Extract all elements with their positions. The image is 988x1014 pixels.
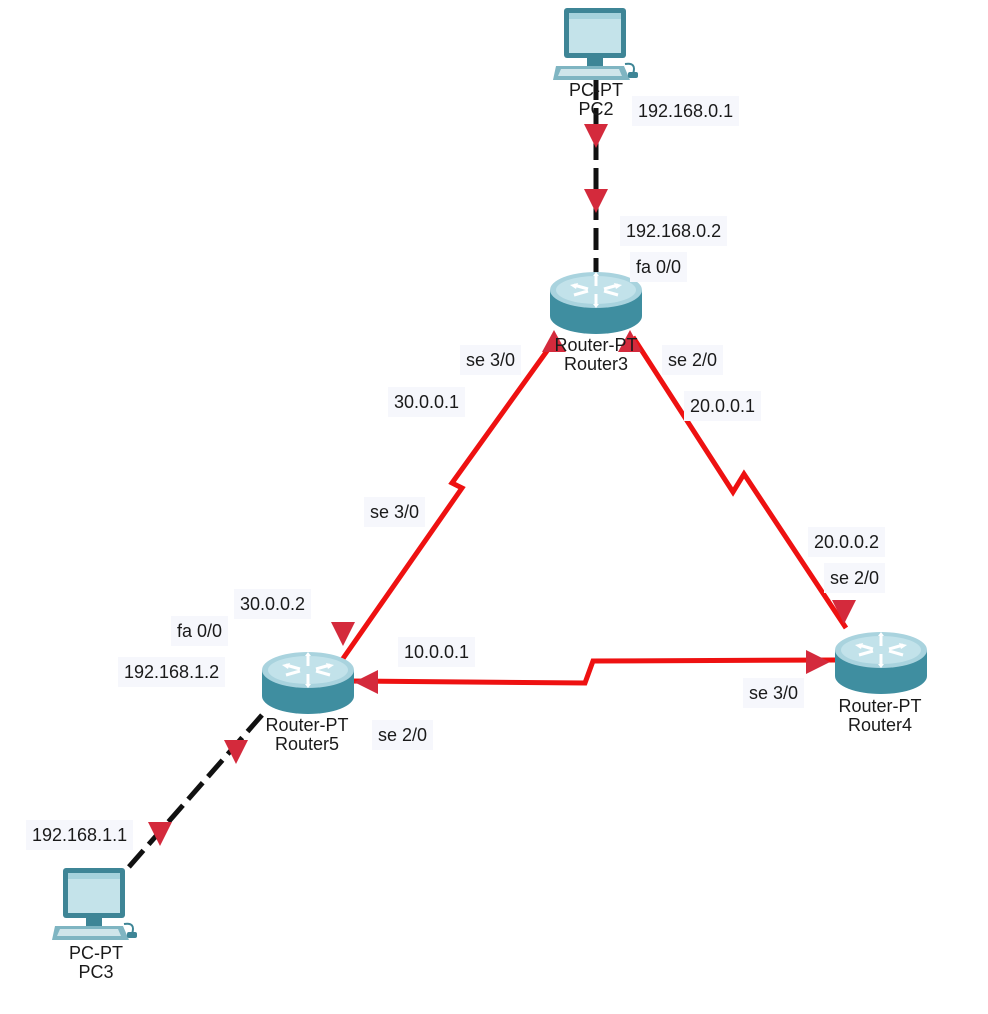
device-label-router4: Router-PT Router4 (838, 697, 921, 735)
ip-label-pc3: 192.168.1.1 (26, 820, 134, 850)
ip-label-pc2: 192.168.0.1 (632, 96, 740, 126)
port-marker-r3-se20 (618, 330, 642, 352)
port-marker-r4-se30 (806, 650, 830, 674)
device-type-label: Router-PT (838, 696, 922, 716)
port-label-router4-se20: se 2/0 (824, 563, 886, 593)
ip-label-router3-fa: 192.168.0.2 (620, 216, 728, 246)
device-label-router5: Router-PT Router5 (265, 716, 348, 754)
ip-label-router3-se30: 30.0.0.1 (388, 387, 466, 417)
device-label-pc3: PC-PT PC3 (69, 944, 123, 982)
device-name-label: Router5 (274, 734, 340, 754)
serial-link-router5-router4[interactable] (347, 657, 837, 686)
serial-link-router3-router4[interactable] (630, 335, 849, 630)
port-marker-r5-se20 (354, 670, 378, 694)
port-marker-pc2-down (584, 124, 608, 148)
device-type-label: Router-PT (265, 715, 349, 735)
device-label-pc2: PC-PT PC2 (569, 81, 623, 119)
device-name-label: PC3 (78, 962, 114, 982)
port-label-router3-fa: fa 0/0 (630, 252, 688, 282)
port-label-router5-fa: fa 0/0 (171, 616, 229, 646)
device-name-label: PC2 (578, 99, 614, 119)
ip-label-router5-fa: 192.168.1.2 (118, 657, 226, 687)
pc-icon[interactable] (52, 866, 142, 946)
device-type-label: PC-PT (69, 943, 123, 963)
port-marker-r3-fa-down (584, 189, 608, 213)
ethernet-link-router5-pc3[interactable] (126, 713, 264, 870)
port-marker-pc3 (148, 822, 172, 846)
serial-link-router3-router5[interactable] (339, 335, 560, 662)
device-name-label: Router3 (563, 354, 629, 374)
port-marker-r5-fa (224, 740, 248, 764)
port-marker-r4-se20 (832, 600, 856, 624)
device-label-router3: Router-PT Router3 (554, 336, 637, 374)
router-icon[interactable] (548, 270, 644, 338)
device-type-label: PC-PT (569, 80, 623, 100)
port-label-router3-se20: se 2/0 (662, 345, 724, 375)
ip-label-router5-se30: 30.0.0.2 (234, 589, 312, 619)
port-marker-r3-se30 (542, 330, 566, 352)
device-name-label: Router4 (847, 715, 913, 735)
router-icon[interactable] (833, 630, 929, 698)
router-icon[interactable] (260, 650, 356, 718)
port-label-router3-se30: se 3/0 (460, 345, 522, 375)
ip-label-router3-se20: 20.0.0.1 (684, 391, 762, 421)
port-label-router5-se20: se 2/0 (372, 720, 434, 750)
ip-label-router5-se20: 10.0.0.1 (398, 637, 476, 667)
port-marker-r5-se30 (331, 622, 355, 646)
device-type-label: Router-PT (554, 335, 638, 355)
ip-label-router4-se20: 20.0.0.2 (808, 527, 886, 557)
port-label-router5-se30: se 3/0 (364, 497, 426, 527)
port-label-router4-se30: se 3/0 (743, 678, 805, 708)
pc-icon[interactable] (553, 6, 643, 86)
